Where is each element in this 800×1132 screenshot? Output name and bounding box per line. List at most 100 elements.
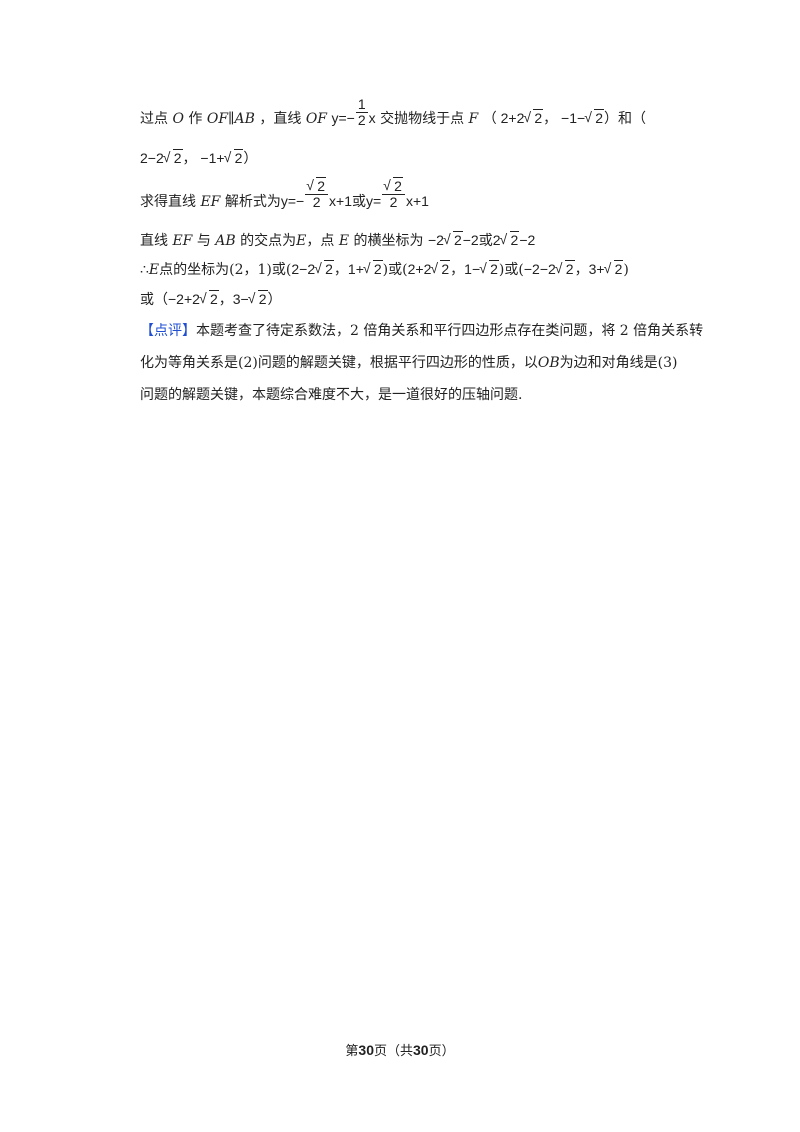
radicand: 2 <box>208 290 219 307</box>
math: 2−2 <box>140 150 164 166</box>
text: 解析式为 <box>224 194 281 210</box>
fraction: 22 <box>382 176 405 209</box>
math: x+1 <box>329 193 352 209</box>
math: ，3− <box>218 291 249 307</box>
math: y= <box>365 193 382 209</box>
parallel-expr: OF∥AB <box>206 111 255 128</box>
math: −2−2 <box>523 261 556 277</box>
math: ， −1+ <box>182 150 225 166</box>
math: x+1 <box>405 193 429 209</box>
text: 作 <box>188 111 203 128</box>
math: ，1+ <box>333 261 364 277</box>
radicand: 2 <box>316 176 327 194</box>
math: ） <box>267 291 282 307</box>
numerator: 2 <box>305 176 329 195</box>
text: 或（ <box>140 292 168 308</box>
sqrt: 2 <box>584 109 604 127</box>
radicand: 2 <box>257 290 268 307</box>
review-text: 为边和对角线是(3) <box>559 355 678 371</box>
math: 2 <box>492 232 501 248</box>
review-line-2: 化为等角关系是(2)问题的解题关键，根据平行四边形的性质，以OB为边和对角线是(… <box>140 356 677 370</box>
math: −2 <box>427 232 444 248</box>
sqrt: 2 <box>163 149 183 166</box>
math: ， −1− <box>543 110 586 127</box>
math: 2−2 <box>291 261 316 277</box>
sqrt: 2 <box>306 176 327 194</box>
sqrt: 2 <box>500 231 520 248</box>
footer-text: 页（共 <box>373 1044 413 1059</box>
radicand: 2 <box>452 231 463 248</box>
fraction: 22 <box>305 176 329 210</box>
denominator: 2 <box>357 111 366 128</box>
sqrt: 2 <box>363 260 383 277</box>
sqrt: 2 <box>383 176 403 194</box>
line-OF: OF <box>305 111 328 128</box>
math: y= <box>280 193 297 209</box>
review-line-3: 问题的解题关键，本题综合难度不大，是一道很好的压轴问题. <box>140 388 522 402</box>
sqrt: 2 <box>199 290 219 307</box>
line-2: 2−22， −1+2） <box>140 149 258 166</box>
sqrt: 2 <box>479 260 499 277</box>
math: ）和（ <box>603 110 646 127</box>
line-6: 或（−2+22，3−2） <box>140 290 282 308</box>
math: ） <box>243 150 258 166</box>
text: 与 <box>196 233 211 249</box>
text: 交抛物线于点 <box>380 111 465 128</box>
text: 直线 <box>140 233 168 249</box>
text: )或( <box>382 262 408 278</box>
page-total: 30 <box>413 1042 429 1058</box>
math: ，1− <box>450 261 481 277</box>
sqrt: 2 <box>430 260 451 277</box>
text: 点的坐标为(2，1)或( <box>159 262 292 278</box>
segment-OB: OB <box>537 355 560 371</box>
numerator: 2 <box>382 176 405 195</box>
sqrt: 2 <box>314 260 334 277</box>
math: x <box>368 110 376 127</box>
line-AB: AB <box>215 233 236 249</box>
review-line-1: 【点评】本题考查了待定系数法，2 倍角关系和平行四边形点存在类问题，将 2 倍角… <box>140 324 703 338</box>
radicand: 2 <box>489 260 499 277</box>
text: 过点 <box>140 111 168 128</box>
review-tag: 【点评】 <box>140 323 196 339</box>
radicand: 2 <box>594 109 604 127</box>
text: ∴ <box>140 262 149 278</box>
text: 或 <box>351 194 366 210</box>
math: ，3+ <box>574 261 605 277</box>
sqrt: 2 <box>555 260 575 277</box>
point-E: E <box>148 262 160 278</box>
math-minus: − <box>346 110 355 127</box>
math-minus: − <box>296 193 305 209</box>
numerator: 1 <box>355 96 368 113</box>
text: 的交点为 <box>240 233 297 249</box>
math: 2+2 <box>407 261 432 277</box>
review-text: 化为等角关系是(2)问题的解题关键，根据平行四边形的性质，以 <box>140 355 538 371</box>
radicand: 2 <box>372 260 383 277</box>
math: y= <box>331 110 347 127</box>
radicand: 2 <box>509 231 520 248</box>
text: ，点 <box>306 233 335 249</box>
math: （ 2+2 <box>482 110 525 127</box>
denominator: 2 <box>312 193 321 210</box>
radicand: 2 <box>393 176 403 194</box>
sqrt: 2 <box>248 290 268 307</box>
point-F: F <box>468 111 479 128</box>
review-text: 本题考查了待定系数法，2 倍角关系和平行四边形点存在类问题，将 2 倍角关系转 <box>196 323 704 339</box>
radicand: 2 <box>172 149 183 166</box>
line-4: 直线 EF 与 AB 的交点为E，点 E 的横坐标为 −22−2或22−2 <box>140 231 535 249</box>
point-E: E <box>338 233 350 249</box>
point-E: E <box>296 233 307 249</box>
page-footer: 第30页（共30页） <box>0 1040 800 1059</box>
radicand: 2 <box>324 260 334 277</box>
line-5: ∴E点的坐标为(2，1)或(2−22，1+2)或(2+22，1−2)或(−2−2… <box>140 260 629 278</box>
text: 求得直线 <box>140 194 196 210</box>
line-EF: EF <box>200 194 221 210</box>
sqrt: 2 <box>443 231 463 248</box>
page-number: 30 <box>358 1042 374 1058</box>
radicand: 2 <box>613 260 624 277</box>
math: −2+2 <box>168 291 200 307</box>
sqrt: 2 <box>604 260 624 277</box>
line-3: 求得直线 EF 解析式为y=−22x+1或y=22x+1 <box>140 176 429 210</box>
text: 的横坐标为 <box>353 233 424 249</box>
footer-text: 第 <box>345 1044 359 1059</box>
